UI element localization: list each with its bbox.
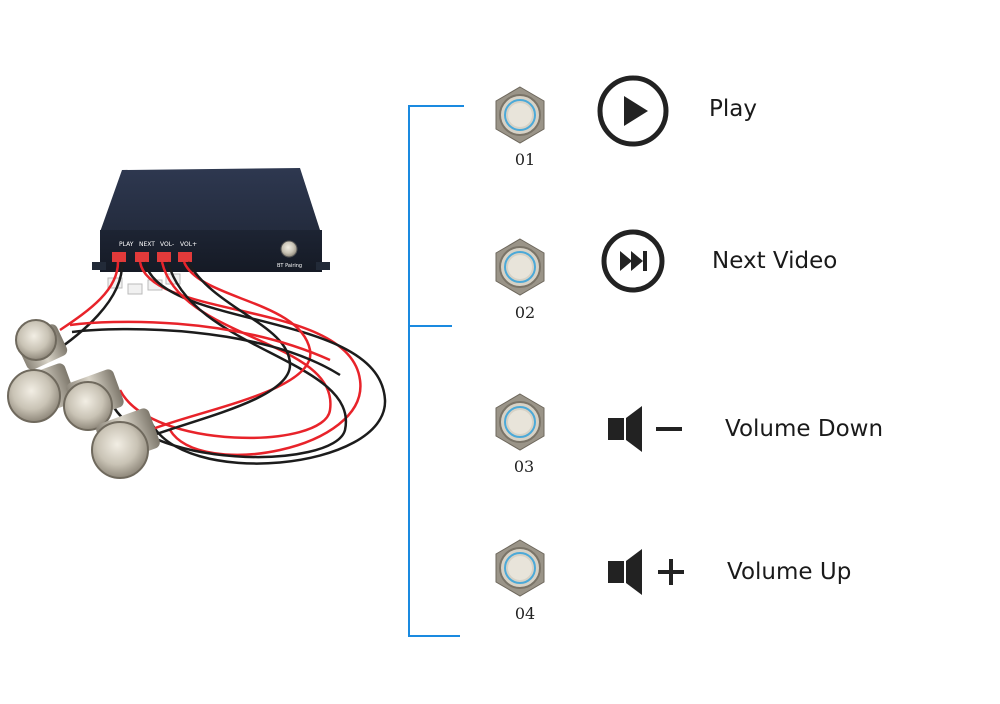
port-label-next: NEXT [139,241,155,248]
bracket-vertical [408,105,410,637]
port-label-vol-up: VOL+ [180,241,197,248]
port-label-play: PLAY [119,241,134,248]
port-label-vol-down: VOL- [160,241,174,248]
pushbutton-03 [495,393,545,451]
action-label: Next Video [712,248,838,274]
bracket-middle [408,325,452,327]
action-label: Volume Down [725,416,884,442]
action-label: Play [709,96,757,122]
bracket-bottom [408,635,460,637]
pushbutton-01 [495,86,545,144]
product-photo: PLAY NEXT VOL- VOL+ BT Pairing [7,168,387,479]
button-number: 01 [514,150,536,169]
pushbutton-cluster [7,319,160,479]
pairing-label: BT Pairing [277,263,302,269]
pairing-button [280,240,298,258]
next-track-icon [601,229,665,293]
button-number: 02 [514,303,536,322]
play-icon [597,75,669,147]
volume-up-icon [608,549,684,595]
volume-down-icon [608,406,682,452]
button-number: 03 [513,457,535,476]
pushbutton-04 [495,539,545,597]
bracket-top [408,105,464,107]
pushbutton-02 [495,238,545,296]
button-number: 04 [514,604,536,623]
action-label: Volume Up [727,559,852,585]
